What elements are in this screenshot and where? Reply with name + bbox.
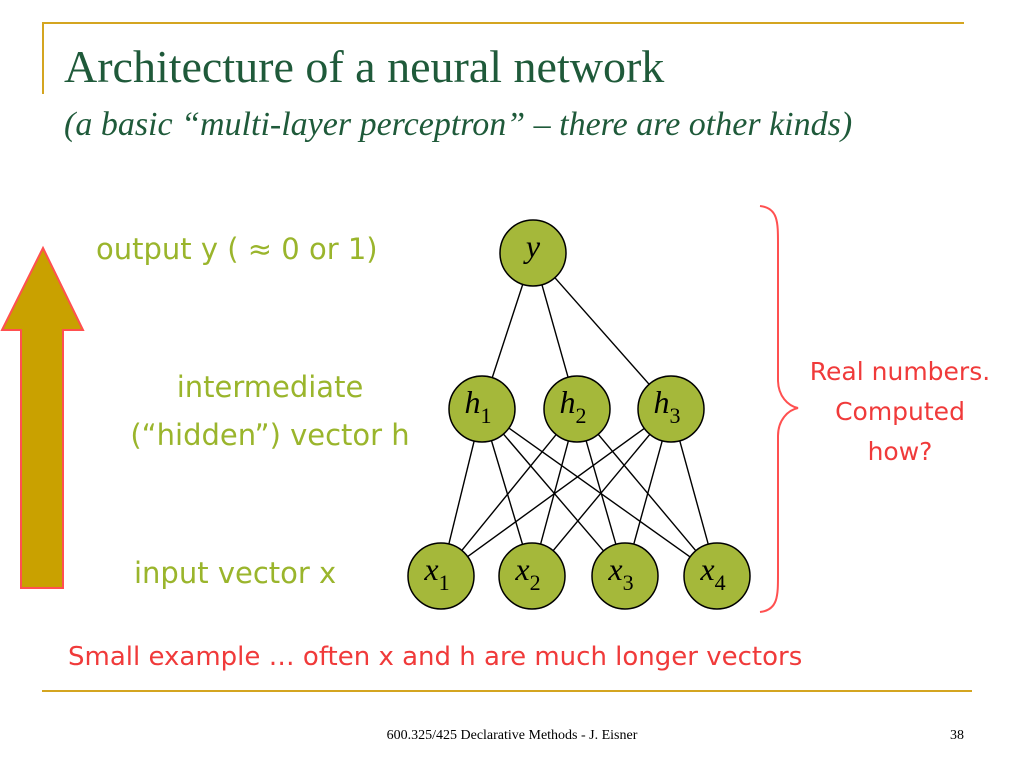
output-layer-label: output y ( ≈ 0 or 1) — [96, 232, 378, 266]
node-subscript: 3 — [623, 570, 634, 595]
node-h2: h2 — [543, 375, 611, 443]
edge-hidden3-input2 — [552, 433, 651, 552]
node-circle — [637, 375, 705, 443]
edge-output1-hidden1 — [491, 284, 524, 378]
node-circle — [543, 375, 611, 443]
node-subscript: 2 — [576, 403, 587, 428]
node-subscript: 1 — [439, 570, 450, 595]
node-circle — [499, 219, 567, 287]
top-rule — [42, 22, 964, 24]
slide-subtitle: (a basic “multi-layer perceptron” – ther… — [64, 106, 853, 143]
edge-output1-hidden2 — [541, 284, 569, 378]
curly-brace-icon — [759, 205, 799, 613]
edge-hidden2-input1 — [461, 434, 557, 551]
edge-hidden1-input3 — [502, 433, 605, 552]
slide-title: Architecture of a neural network — [64, 41, 665, 92]
edge-hidden3-input4 — [679, 440, 709, 545]
edge-output1-hidden3 — [554, 277, 650, 385]
node-circle — [591, 542, 659, 610]
node-y: y — [499, 219, 567, 287]
edge-hidden3-input3 — [633, 440, 663, 545]
node-subscript: 2 — [530, 570, 541, 595]
edge-hidden3-input1 — [467, 427, 645, 558]
node-circle — [683, 542, 751, 610]
side-note: Real numbers. Computed how? — [780, 352, 1020, 472]
footer-text: 600.325/425 Declarative Methods - J. Eis… — [386, 728, 638, 743]
network-nodes: y h1 h2 h3 x1 x2 x3 x4 — [407, 219, 751, 610]
edge-hidden1-input4 — [508, 427, 691, 558]
edge-hidden1-input2 — [490, 440, 524, 545]
node-h3: h3 — [637, 375, 705, 443]
bottom-note: Small example … often x and h are much l… — [68, 642, 803, 672]
up-arrow-icon — [0, 245, 85, 589]
node-circle — [448, 375, 516, 443]
bottom-rule — [42, 690, 972, 692]
hidden-layer-label-line1: intermediate — [176, 370, 364, 404]
node-x1: x1 — [407, 542, 475, 610]
edge-hidden1-input1 — [448, 440, 475, 545]
side-note-line2: Computed — [835, 397, 965, 426]
node-subscript: 1 — [481, 403, 492, 428]
edge-hidden2-input4 — [597, 433, 697, 552]
edge-hidden2-input2 — [539, 440, 570, 545]
node-x4: x4 — [683, 542, 751, 610]
node-circle — [407, 542, 475, 610]
node-subscript: 4 — [715, 570, 726, 595]
side-note-line3: how? — [867, 437, 933, 466]
node-x2: x2 — [498, 542, 566, 610]
node-label: y — [523, 228, 541, 264]
page-number: 38 — [950, 728, 964, 743]
node-h1: h1 — [448, 375, 516, 443]
node-x3: x3 — [591, 542, 659, 610]
node-circle — [498, 542, 566, 610]
hidden-layer-label-line2: (“hidden”) vector h — [130, 418, 410, 452]
input-layer-label: input vector x — [134, 556, 337, 590]
side-note-line1: Real numbers. — [809, 357, 991, 386]
network-edges — [448, 277, 709, 558]
left-rule — [42, 22, 44, 94]
node-subscript: 3 — [670, 403, 681, 428]
